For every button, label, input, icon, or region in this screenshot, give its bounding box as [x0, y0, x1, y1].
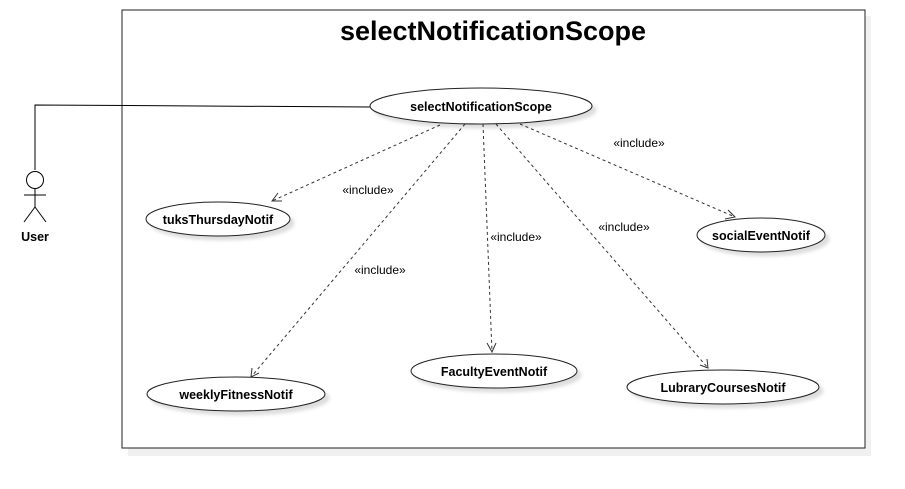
dep-line-weekly[interactable] [250, 123, 466, 378]
arrowhead-library [699, 358, 709, 369]
association-line[interactable] [34, 104, 371, 170]
include-label-faculty: «include» [490, 230, 542, 244]
use-case-tuks-label: tuksThursdayNotif [163, 213, 274, 227]
arrowhead-social [724, 209, 737, 220]
use-case-social[interactable]: socialEventNotif [696, 217, 826, 253]
use-case-weekly-label: weeklyFitnessNotif [178, 388, 293, 402]
include-label-tuks: «include» [342, 183, 394, 197]
arrowhead-faculty [486, 342, 497, 354]
arrowhead-tuks [271, 192, 282, 202]
use-case-tuks[interactable]: tuksThursdayNotif [145, 201, 291, 237]
use-case-social-label: socialEventNotif [712, 229, 811, 243]
include-dependencies [250, 123, 737, 378]
use-case-main[interactable]: selectNotificationScope [369, 87, 593, 125]
use-case-weekly[interactable]: weeklyFitnessNotif [146, 376, 326, 412]
use-case-main-label: selectNotificationScope [410, 100, 552, 114]
use-case-library[interactable]: LubraryCoursesNotif [626, 369, 820, 405]
system-title: selectNotificationScope [340, 16, 646, 46]
dep-line-faculty[interactable] [482, 123, 493, 353]
actor-head-icon [26, 171, 44, 189]
actor-user[interactable] [23, 171, 47, 223]
actor-label: User [21, 230, 49, 244]
use-case-faculty-label: FacultyEventNotif [441, 365, 548, 379]
dep-line-tuks[interactable] [271, 124, 441, 202]
use-case-library-label: LubraryCoursesNotif [660, 381, 786, 395]
use-case-faculty[interactable]: FacultyEventNotif [410, 353, 578, 389]
include-label-weekly: «include» [354, 263, 406, 277]
include-label-social: «include» [613, 136, 665, 150]
include-label-library: «include» [598, 220, 650, 234]
